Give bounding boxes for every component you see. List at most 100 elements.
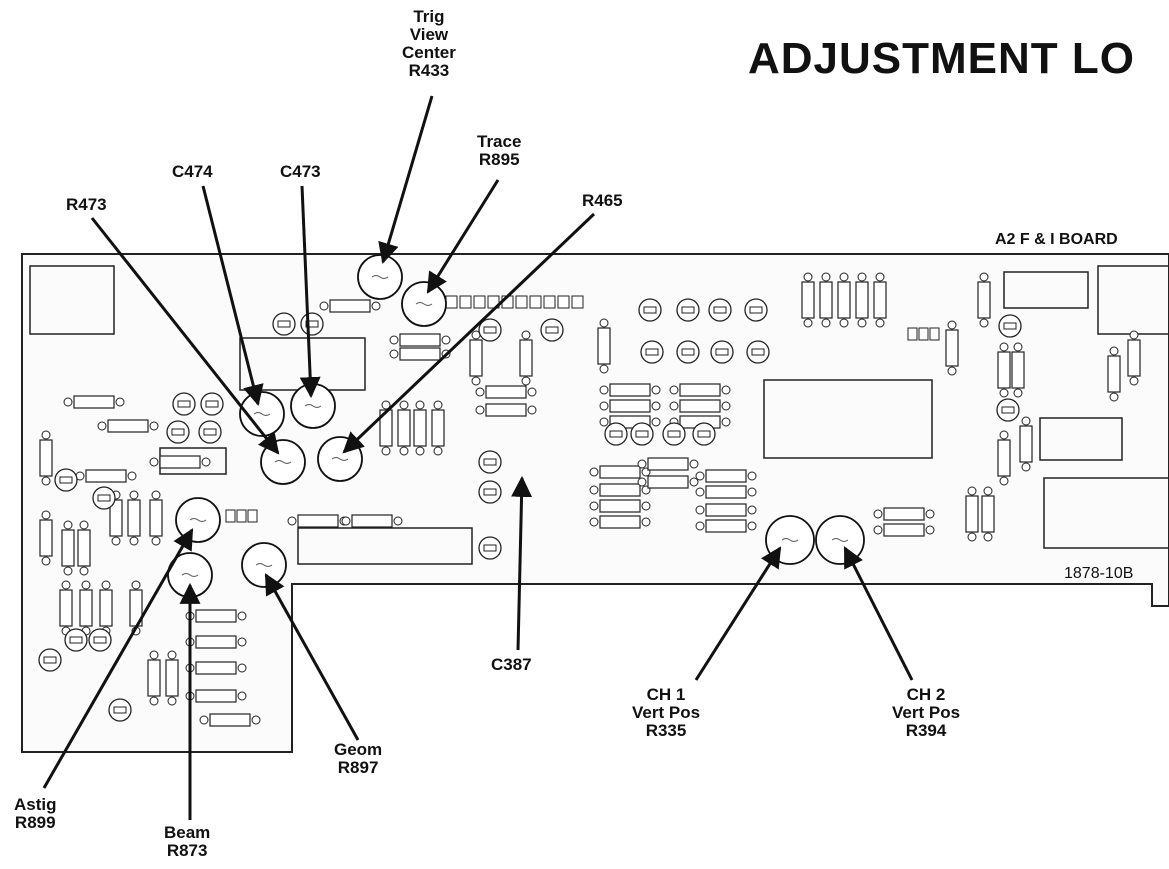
pcb-resistor [645, 348, 659, 356]
pcb-pad [604, 422, 628, 446]
pcb-resistor [679, 383, 721, 397]
pcb-pad [589, 517, 599, 527]
pcb-resistor [97, 494, 111, 502]
pcb-pad [251, 715, 261, 725]
pcb-pad [747, 521, 757, 531]
pcb-resistor [59, 589, 73, 627]
pcb-pad [415, 446, 425, 456]
pcb-resistor [997, 351, 1011, 389]
pcb-pad [839, 318, 849, 328]
pcb-resistor [1001, 406, 1015, 414]
pcb-resistor [647, 457, 689, 471]
arrow-c473 [299, 185, 321, 399]
pcb-pad [979, 318, 989, 328]
pcb-pad [151, 536, 161, 546]
pcb-resistor [519, 339, 533, 377]
label-c474: C474 [172, 162, 213, 181]
pcb-pad [41, 430, 51, 440]
pcb-resistor [483, 488, 497, 496]
pcb-pad [651, 385, 661, 395]
pcb-resistor [599, 483, 641, 497]
pcb-resistor [247, 509, 258, 523]
pcb-resistor [225, 509, 236, 523]
pcb-resistor [907, 327, 918, 341]
pcb-resistor [597, 327, 611, 365]
pcb-pad [389, 335, 399, 345]
pcb-pad [744, 298, 768, 322]
pcb-pad [875, 318, 885, 328]
pcb-pad [821, 318, 831, 328]
pcb-pad [129, 536, 139, 546]
pcb-pad [695, 487, 705, 497]
pcb-pad [746, 340, 770, 364]
pcb-resistor [965, 495, 979, 533]
pcb-pad [88, 628, 112, 652]
pcb-pad [873, 525, 883, 535]
pcb-pad [803, 318, 813, 328]
pcb-pad [399, 400, 409, 410]
pcb-resistor [297, 514, 339, 528]
pcb-resistor [751, 348, 765, 356]
pcb-pad [399, 446, 409, 456]
pcb-pad [167, 650, 177, 660]
pcb-resistor [159, 455, 201, 469]
pcb-pad [873, 509, 883, 519]
board-part-number: 1878-10B [1064, 565, 1134, 582]
pcb-resistor [837, 281, 851, 319]
pcb-pad [371, 301, 381, 311]
pcb-resistor [855, 281, 869, 319]
pcb-resistor [679, 399, 721, 413]
arrow-r473 [90, 217, 280, 455]
pcb-pad [381, 400, 391, 410]
pcb-resistor [459, 295, 472, 309]
pcb-pad [1021, 416, 1031, 426]
arrow-r895 [426, 179, 500, 294]
pcb-resistor [149, 499, 163, 537]
pcb-pad [589, 501, 599, 511]
pcb-resistor [977, 281, 991, 319]
pcb-resistor [571, 295, 584, 309]
label-c387: C387 [491, 655, 532, 674]
pcb-resistor [599, 499, 641, 513]
pcb-resistor [515, 295, 528, 309]
pcb-resistor [667, 430, 681, 438]
pcb-resistor [79, 589, 93, 627]
pcb-pad [803, 272, 813, 282]
pcb-pad [441, 335, 451, 345]
pcb-resistor [127, 499, 141, 537]
pcb-resistor [195, 661, 237, 675]
pcb-pad [998, 314, 1022, 338]
pcb-pad [433, 446, 443, 456]
pcb-pad [389, 349, 399, 359]
pcb-pad [651, 401, 661, 411]
pcb-resistor [483, 458, 497, 466]
pcb-pad [599, 385, 609, 395]
pcb-pad [79, 566, 89, 576]
pcb-resistor [305, 320, 319, 328]
pcb-resistor [1019, 425, 1033, 463]
arrow-r394 [843, 546, 914, 681]
pcb-pad [983, 532, 993, 542]
pcb-pad [630, 422, 654, 446]
pcb-resistor [277, 320, 291, 328]
pcb-pad [638, 298, 662, 322]
pcb-pad [1129, 330, 1139, 340]
page-title: ADJUSTMENT LO [748, 34, 1135, 83]
pcb-resistor [99, 589, 113, 627]
pcb-resistor [445, 295, 458, 309]
pcb-resistor [609, 430, 623, 438]
pcb-resistor [39, 439, 53, 477]
pcb-resistor [85, 469, 127, 483]
pcb-resistor [681, 348, 695, 356]
arrow-r433 [378, 95, 434, 265]
pcb-pad [710, 340, 734, 364]
pcb-pad [478, 536, 502, 560]
pcb-resistor [705, 503, 747, 517]
pcb-pad [540, 318, 564, 342]
pcb-pad [108, 698, 132, 722]
pcb-resistor [195, 635, 237, 649]
